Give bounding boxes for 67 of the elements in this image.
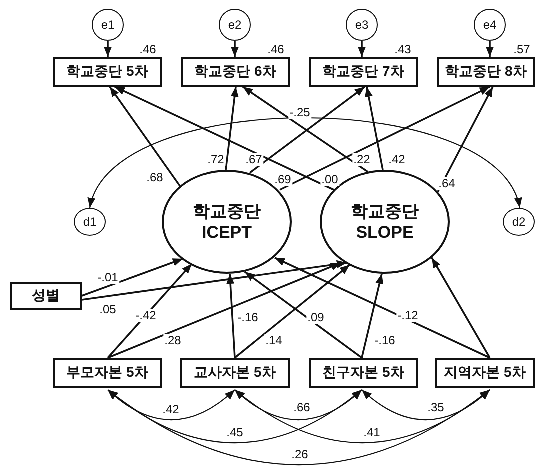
edge-label: .42	[388, 154, 406, 166]
edge-label: .00	[320, 174, 340, 186]
edge-label: .69	[274, 174, 292, 186]
arrow	[114, 86, 334, 191]
edge-label: -.25	[288, 106, 312, 120]
edge-label: .66	[292, 402, 312, 414]
arrow	[231, 41, 239, 57]
variable-box: 교사자본 5차	[180, 358, 290, 388]
edge-label: .14	[264, 334, 284, 348]
edge-label: .22	[352, 154, 372, 166]
double-headed-arrow	[362, 390, 490, 420]
variable-box: 부모자본 5차	[53, 358, 162, 388]
double-headed-arrow	[90, 118, 520, 208]
arrow	[280, 86, 490, 191]
circle-node: e1	[92, 9, 124, 41]
arrow	[226, 274, 236, 358]
arrow	[234, 264, 351, 359]
edge-label: .67	[244, 154, 264, 166]
edge-label: .09	[306, 312, 326, 324]
arrow	[109, 86, 181, 187]
edge-label: .26	[290, 448, 310, 462]
arrow	[274, 257, 490, 359]
arrow	[82, 260, 348, 301]
arrow	[361, 274, 384, 358]
value-label: .43	[394, 44, 412, 56]
circle-node: d2	[503, 208, 535, 236]
edge-label: .64	[438, 178, 456, 190]
edge-label: -.01	[96, 272, 120, 284]
double-headed-arrow	[108, 390, 236, 420]
arrow	[104, 41, 112, 57]
edge-label: -.16	[236, 312, 260, 324]
arrow	[244, 271, 363, 359]
edge-label: .05	[98, 304, 118, 316]
variable-box: 지역자본 5차	[435, 358, 535, 388]
edge-label: .35	[426, 402, 446, 414]
edge-label: .28	[164, 334, 182, 348]
arrow	[225, 86, 239, 170]
arrow	[431, 258, 491, 358]
circle-node: e3	[346, 9, 378, 41]
arrow	[364, 86, 384, 170]
arrow	[486, 41, 494, 57]
edge-label: .41	[362, 426, 382, 440]
value-label: .57	[512, 44, 532, 56]
double-headed-arrow	[108, 390, 362, 444]
value-label: .46	[266, 44, 286, 56]
variable-box: 친구자본 5차	[309, 358, 418, 388]
arrow	[107, 263, 193, 359]
variable-box: 학교중단 6차	[181, 57, 290, 87]
value-label: .46	[138, 44, 158, 56]
edge-label: .68	[146, 172, 164, 184]
circle-node: e4	[474, 9, 506, 41]
double-headed-arrow	[108, 390, 490, 466]
edge-label: .72	[206, 154, 226, 166]
arrow	[82, 258, 184, 297]
variable-box: 성별	[10, 282, 82, 310]
arrow	[358, 41, 366, 57]
double-headed-arrow	[234, 390, 490, 444]
variable-box: 학교중단 8차	[437, 57, 535, 87]
edge-label: -.12	[396, 310, 420, 322]
edge-label: .45	[226, 426, 244, 440]
edge-label: .42	[162, 404, 180, 416]
edge-label: -.42	[134, 310, 158, 322]
edge-label: -.16	[374, 334, 396, 348]
circle-node: d1	[74, 208, 106, 236]
variable-box: 학교중단 5차	[53, 57, 162, 87]
variable-box: 학교중단 7차	[309, 57, 418, 87]
circle-node: e2	[219, 9, 251, 41]
